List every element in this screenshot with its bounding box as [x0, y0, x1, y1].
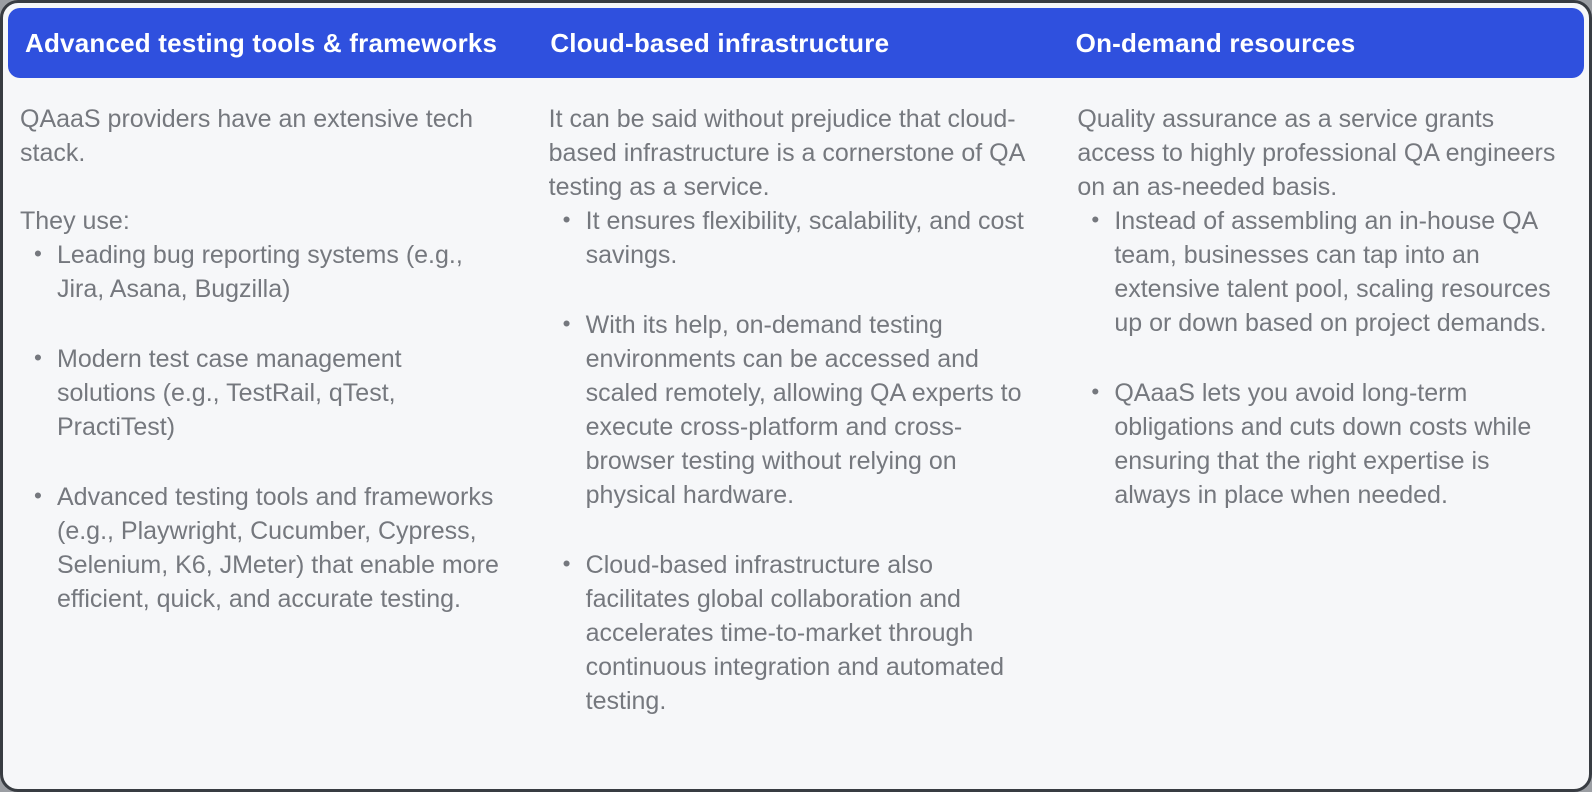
list-item-text: Instead of assembling an in-house QA tea… [1114, 207, 1551, 337]
bullet-icon: • [1091, 207, 1100, 232]
list-item-text: Leading bug reporting systems (e.g., Jir… [57, 241, 463, 303]
list-item-text: Modern test case management solutions (e… [57, 345, 402, 441]
bullet-icon: • [562, 207, 571, 232]
table-body: QAaaS providers have an extensive tech s… [3, 78, 1589, 718]
list-item-text: With its help, on-demand testing environ… [585, 311, 1022, 509]
list-item: • Leading bug reporting systems (e.g., J… [20, 238, 502, 306]
list-item: • It ensures flexibility, scalability, a… [549, 204, 1031, 272]
column-header-advanced-testing-tools: Advanced testing tools & frameworks [25, 27, 498, 58]
column-advanced-testing-tools: QAaaS providers have an extensive tech s… [3, 102, 532, 718]
bullet-icon: • [34, 241, 42, 266]
column-intro-text: Quality assurance as a service grants ac… [1077, 105, 1556, 201]
bullet-list: • It ensures flexibility, scalability, a… [549, 204, 1031, 718]
bullet-icon: • [1091, 379, 1100, 404]
column-lead-text: They use: [20, 207, 130, 235]
bullet-list: • Instead of assembling an in-house QA t… [1077, 204, 1559, 512]
bullet-icon: • [562, 311, 571, 336]
list-item: • Instead of assembling an in-house QA t… [1077, 204, 1559, 340]
list-item: • With its help, on-demand testing envir… [549, 308, 1031, 512]
bullet-list: • Leading bug reporting systems (e.g., J… [20, 238, 502, 616]
column-header-on-demand-resources: On-demand resources [1075, 27, 1356, 58]
list-item: • Modern test case management solutions … [20, 342, 502, 444]
column-intro-text: It can be said without prejudice that cl… [548, 105, 1024, 201]
list-item-text: Advanced testing tools and frameworks (e… [57, 483, 499, 613]
bullet-icon: • [34, 483, 42, 508]
list-item: • QAaaS lets you avoid long-term obligat… [1077, 376, 1559, 512]
list-item: • Advanced testing tools and frameworks … [20, 480, 502, 616]
list-item-text: It ensures flexibility, scalability, and… [585, 207, 1024, 269]
column-header-cloud-based-infrastructure: Cloud-based infrastructure [550, 27, 890, 58]
bullet-icon: • [34, 345, 42, 370]
column-intro-text: QAaaS providers have an extensive tech s… [20, 105, 474, 167]
bullet-icon: • [562, 551, 571, 576]
table-header-row: Advanced testing tools & frameworks Clou… [8, 8, 1584, 78]
column-on-demand-resources: Quality assurance as a service grants ac… [1060, 102, 1589, 718]
list-item: • Cloud-based infrastructure also facili… [549, 548, 1031, 718]
list-item-text: QAaaS lets you avoid long-term obligatio… [1114, 379, 1532, 509]
column-cloud-based-infrastructure: It can be said without prejudice that cl… [532, 102, 1061, 718]
list-item-text: Cloud-based infrastructure also facilita… [585, 551, 1005, 715]
